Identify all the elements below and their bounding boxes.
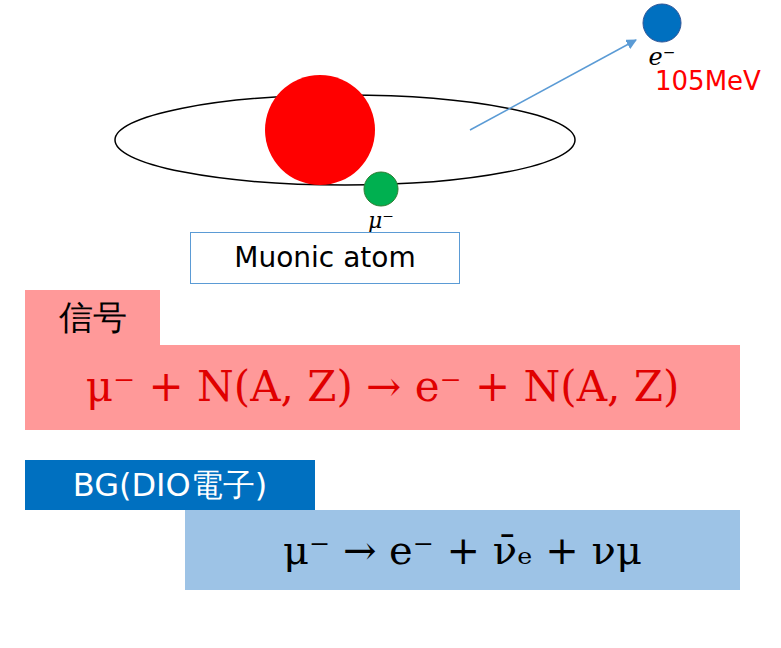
emission-arrow [470,40,636,130]
node-text: μ⁻ + N(A, Z) → e⁻ + N(A, Z) [86,363,680,411]
muon-circle: μ⁻ [356,170,406,233]
nucleus-circle [265,75,375,185]
node-text: μ⁻ [368,208,394,233]
node-text: μ⁻ → e⁻ + ν̄ₑ + νμ [283,527,642,573]
energy-label: 105MeV [655,66,761,96]
particle-shape [362,170,400,208]
particle-dot [364,172,398,206]
signal-tag: 信号 [25,290,160,346]
electron-circle: e⁻ [637,2,687,72]
signal-formula-band: μ⁻ + N(A, Z) → e⁻ + N(A, Z) [25,345,740,430]
node-text: BG(DIO電子) [73,467,267,504]
caption-box: Muonic atom [190,232,460,284]
node-text: 信号 [59,298,127,337]
background-tag: BG(DIO電子) [25,460,315,510]
particle-shape [641,2,683,44]
background-formula-band: μ⁻ → e⁻ + ν̄ₑ + νμ [185,510,740,590]
node-text: Muonic atom [234,242,415,274]
particle-dot [643,4,681,42]
